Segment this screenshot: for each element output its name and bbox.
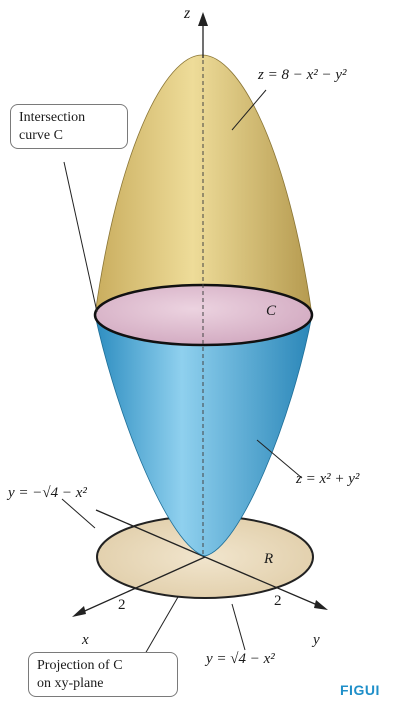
projection-callout-line2: on xy-plane — [37, 675, 104, 691]
y-axis-arrowhead — [314, 600, 328, 610]
x-axis-label: x — [82, 632, 89, 648]
region-r-label: R — [264, 551, 274, 567]
z-axis-label: z — [184, 5, 191, 22]
intersection-callout-line1: Intersection — [19, 110, 86, 125]
x-axis-line — [77, 556, 206, 615]
z-axis-arrowhead — [198, 12, 208, 26]
curve-c-label: C — [266, 303, 277, 319]
figure-tag: FIGUI — [340, 682, 380, 698]
y-negative-root-equation: y = −√4 − x² — [8, 485, 87, 501]
intersection-callout-line2: curve C — [19, 127, 63, 143]
projection-callout: Projection of C on xy-plane — [28, 652, 178, 697]
y-axis-tick-label: 2 — [274, 593, 282, 609]
y-axis-label: y — [313, 632, 320, 648]
x-axis-tick-label: 2 — [118, 597, 126, 613]
leader-intersection — [63, 161, 98, 313]
leader-upper-equation — [231, 89, 267, 131]
y-positive-root-equation: y = √4 − x² — [206, 651, 275, 667]
upper-surface-equation: z = 8 − x² − y² — [258, 67, 347, 83]
y-axis-line — [204, 556, 323, 608]
leader-y-neg — [61, 498, 96, 529]
y-axis-back-line — [95, 509, 206, 558]
projection-callout-line1: Projection of C — [37, 658, 123, 673]
lower-surface-equation: z = x² + y² — [296, 471, 360, 487]
leader-y-pos — [231, 603, 246, 651]
leader-projection — [144, 596, 179, 655]
intersection-curve-callout: Intersection curve C — [10, 104, 128, 149]
x-axis-arrowhead — [72, 606, 86, 617]
leader-lower-equation — [256, 439, 303, 479]
lower-paraboloid-surface — [94, 314, 313, 557]
